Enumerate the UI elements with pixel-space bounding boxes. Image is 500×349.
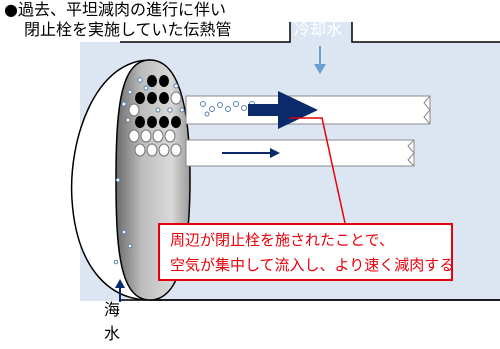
shell-below-fill [80, 301, 500, 349]
coolant-label: 冷却水 [294, 20, 343, 39]
normal-flow-arrow [222, 148, 280, 158]
fast-flow-arrow [248, 91, 318, 129]
title-line-2: 閉止栓を実施していた伝熱管 [24, 20, 232, 39]
callout-box: 周辺が閉止栓を施されたことで、 空気が集中して流入し、より速く減肉する [158, 223, 455, 281]
title-line-1: ●過去、平坦減肉の進行に伴い [4, 0, 226, 19]
seawater-inflow-arrow [115, 279, 125, 302]
air-bubbles-inlet [113, 77, 185, 265]
callout-line-2: 空気が集中して流入し、より速く減肉する [170, 256, 455, 274]
open-tube-holes [128, 91, 182, 157]
callout-line-1: 周辺が閉止栓を施されたことで、 [170, 231, 394, 249]
callout-pointer [290, 117, 346, 224]
tube-lower [185, 139, 415, 167]
plugged-tube-holes [135, 75, 181, 128]
seawater-label-1: 海 [104, 300, 121, 319]
coolant-inflow-arrow [314, 46, 326, 74]
seawater-label-2: 水 [104, 324, 121, 343]
